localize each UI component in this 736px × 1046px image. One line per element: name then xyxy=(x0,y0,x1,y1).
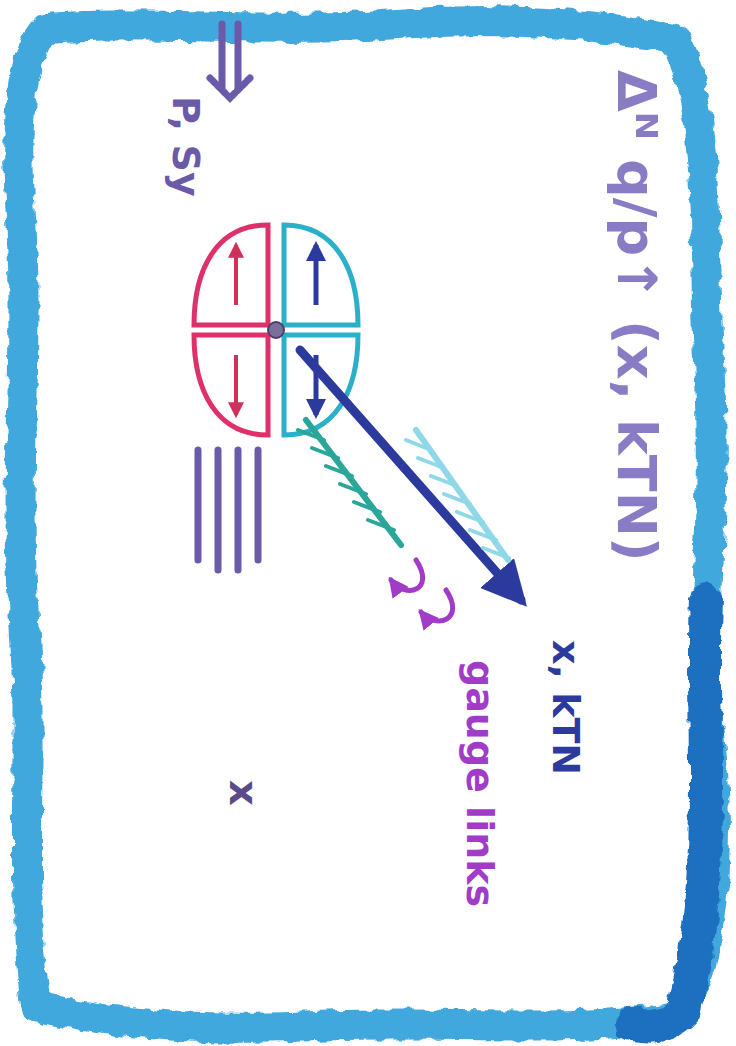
gauge-link-label: gauge links xyxy=(458,660,500,907)
crayon-border xyxy=(18,21,715,1028)
quark-arrow xyxy=(300,350,521,600)
proton-label: P, Sy xyxy=(164,96,206,197)
title: Δᴺ q/p↑ (x, kTN) xyxy=(607,70,666,562)
remnant-label: x xyxy=(222,780,266,806)
remnant-lines xyxy=(198,450,258,570)
proton xyxy=(194,225,358,435)
quark-label: x, kTN xyxy=(544,640,586,775)
proton-momentum-arrow xyxy=(210,24,250,98)
gauge-link-ladder xyxy=(298,420,509,560)
gauge-link-arrows xyxy=(391,560,453,621)
